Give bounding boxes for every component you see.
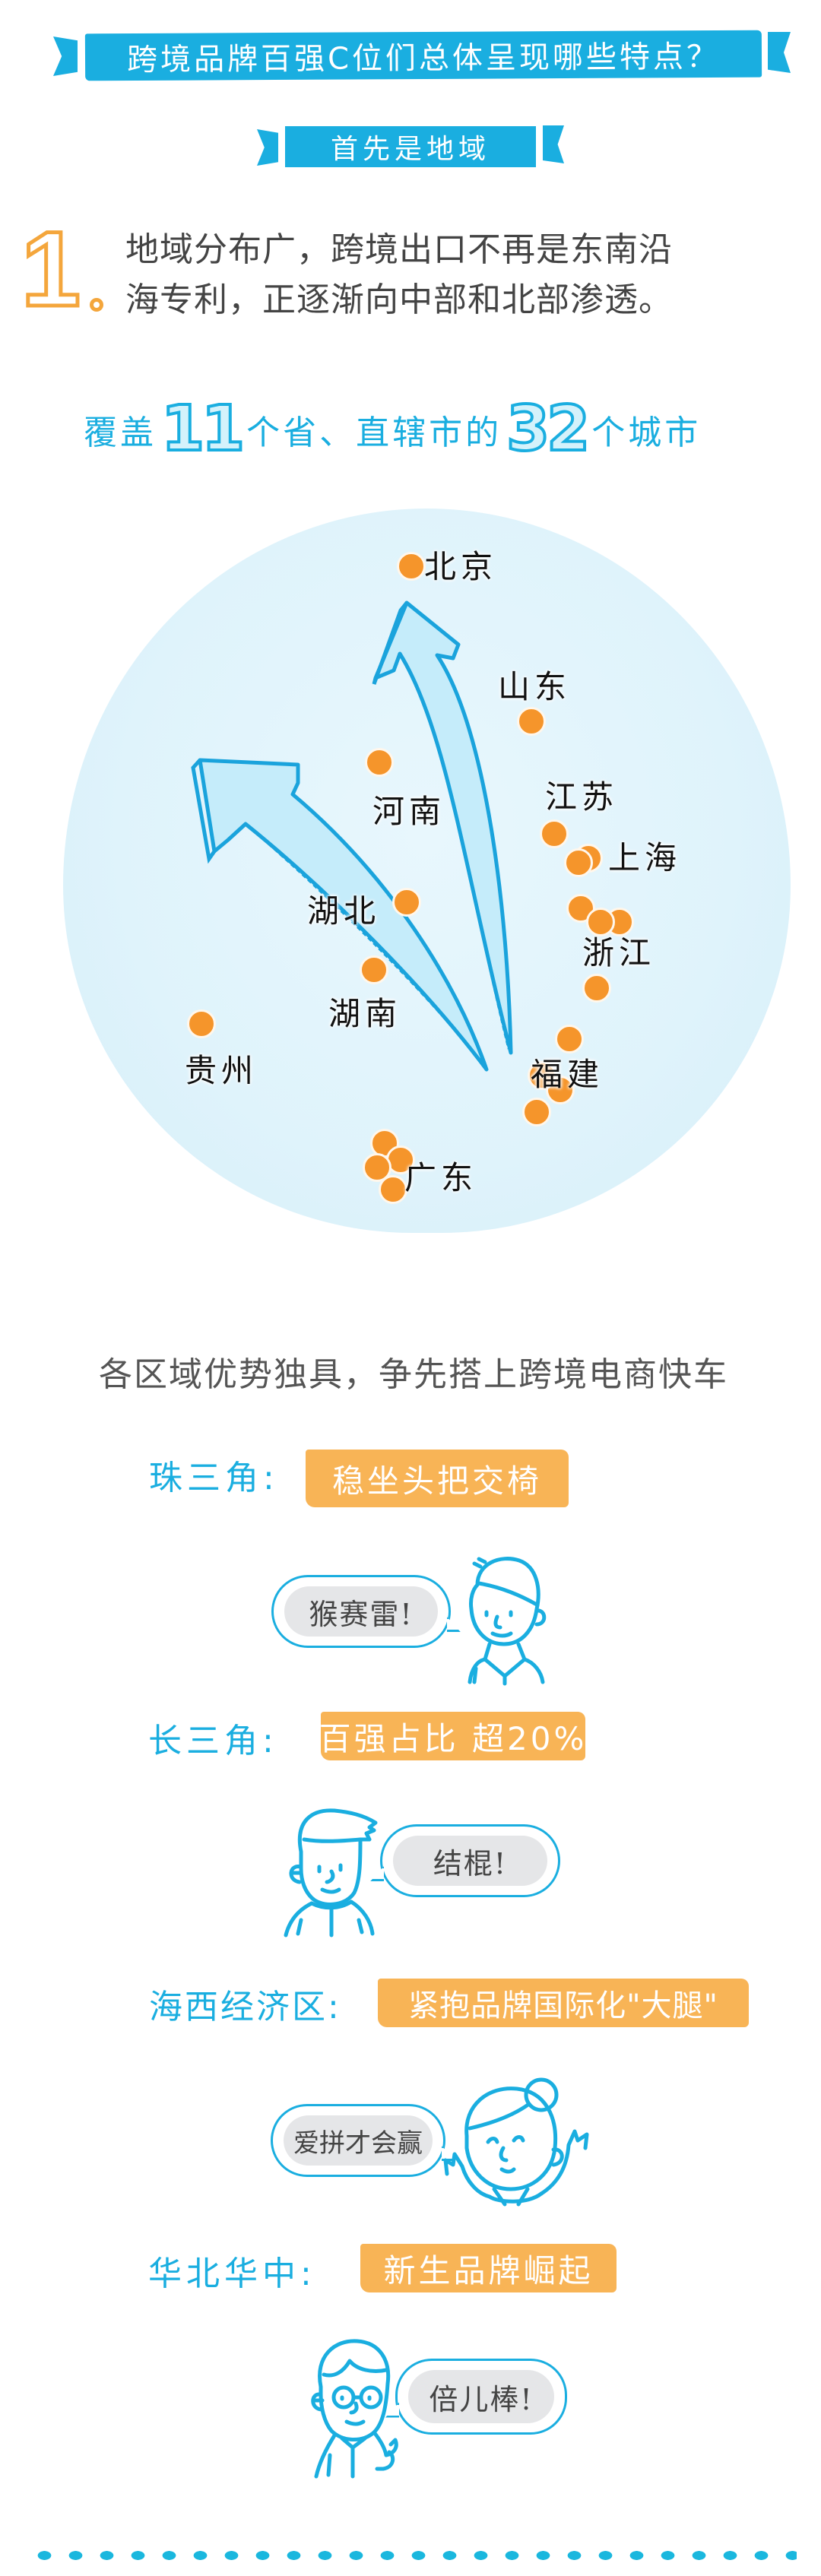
label-beijing: 北京 (424, 548, 498, 585)
city-dot (586, 908, 615, 936)
coverage-prefix: 覆盖 (84, 413, 157, 452)
city-dot (187, 1009, 216, 1038)
region-highlight-north-central: 新生品牌崛起 (360, 2244, 617, 2292)
region-highlight-prd: 稳坐头把交椅 (306, 1450, 569, 1507)
label-shanghai: 上海 (608, 839, 682, 876)
speech-bubble-prd: 猴赛雷! (271, 1575, 451, 1648)
city-dot (397, 552, 426, 581)
city-dot (392, 888, 421, 917)
city-dot (555, 1025, 584, 1054)
speech-bubble-yrd: 结棍! (380, 1824, 560, 1897)
cities-count: 32 (505, 393, 591, 465)
region-highlight-yrd: 百强占比 超20% (319, 1712, 585, 1760)
city-dot (360, 955, 388, 984)
coverage-middle: 个省、直辖市的 (246, 413, 502, 452)
region-label-yrd: 长三角: (148, 1722, 278, 1760)
label-henan: 河南 (372, 793, 446, 830)
person-icon-boy-glasses (311, 2339, 398, 2479)
label-jiangsu: 江苏 (545, 778, 619, 816)
north-arrow-icon (372, 600, 513, 1055)
label-hubei: 湖北 (307, 892, 381, 930)
point-text-line1: 地域分布广，跨境出口不再是东南沿 (125, 230, 673, 269)
west-arrow-icon (191, 758, 489, 1072)
person-icon-boy-quiff (284, 1808, 378, 1938)
city-dot (540, 819, 569, 848)
point-text: 地域分布广，跨境出口不再是东南沿 海专利，正逐渐向中部和北部渗透。 (125, 225, 810, 325)
label-fujian: 福建 (531, 1056, 604, 1093)
city-dot (365, 748, 394, 777)
speech-bubble-north-central: 倍儿棒! (395, 2359, 567, 2435)
dotted-divider (29, 2550, 797, 2561)
city-dot (564, 848, 593, 877)
region-highlight-west-strait: 紧抱品牌国际化"大腿" (378, 1979, 749, 2027)
city-dot (582, 974, 611, 1003)
growth-arrows-icon (191, 600, 513, 1072)
point-number: 1 (20, 209, 83, 328)
label-zhejiang: 浙江 (582, 934, 656, 971)
person-icon-girl-bun (443, 2077, 589, 2207)
point-text-line2: 海专利，正逐渐向中部和北部渗透。 (125, 280, 673, 319)
city-dot (379, 1175, 407, 1204)
quote-north-central: 倍儿棒! (408, 2370, 554, 2423)
city-dot (517, 707, 546, 736)
city-dot (528, 1061, 556, 1090)
coverage-suffix: 个城市 (591, 413, 702, 452)
region-label-west-strait: 海西经济区: (149, 1988, 341, 2026)
regions-caption: 各区域优势独具，争先搭上跨境电商快车 (99, 1355, 728, 1394)
quote-prd: 猴赛雷! (284, 1586, 438, 1637)
city-dot (522, 1098, 551, 1126)
provinces-count: 11 (160, 393, 246, 465)
quote-west-strait: 爱拼才会赢 (284, 2115, 433, 2166)
coverage-headline: 覆盖 11 个省、直辖市的 32 个城市 (84, 393, 702, 465)
region-label-prd: 珠三角: (149, 1459, 279, 1497)
subtitle-banner: 首先是地域 (285, 126, 536, 167)
label-guizhou: 贵州 (185, 1052, 258, 1089)
label-hunan: 湖南 (328, 995, 402, 1032)
point-number-dot (90, 298, 103, 312)
speech-bubble-west-strait: 爱拼才会赢 (271, 2104, 445, 2177)
quote-yrd: 结棍! (393, 1836, 547, 1886)
label-shandong: 山东 (498, 668, 572, 705)
label-guangdong: 广东 (404, 1159, 478, 1196)
person-icon-boy-side-part (468, 1557, 547, 1686)
region-label-north-central: 华北华中: (148, 2254, 316, 2293)
